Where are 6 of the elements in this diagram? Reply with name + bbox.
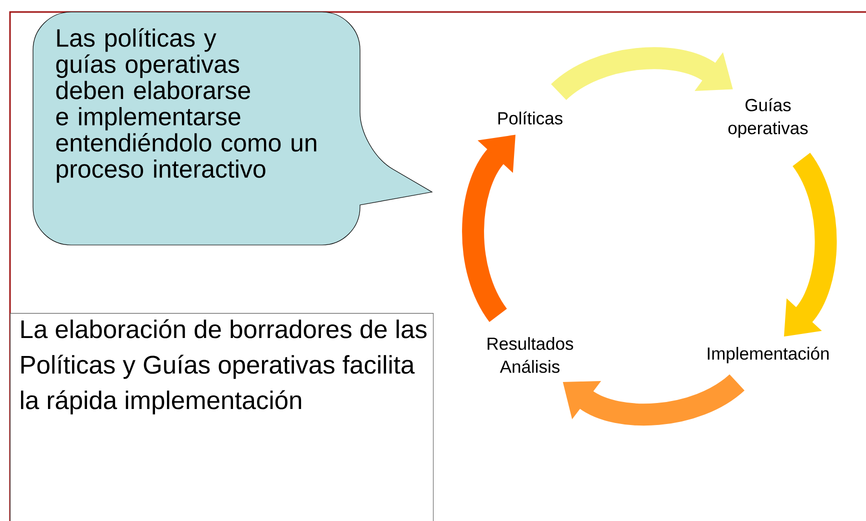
step-label: Guías operativas [728,98,808,138]
speech-bubble: Las políticas y guías operativas deben elaborarse e implementarse entendiéndolo como un proceso interactivo [32,12,432,246]
step-label: Implementación [708,346,829,364]
step-label: Resultados Análisis [488,337,574,373]
step-label: Políticas [498,111,562,125]
text-box: La elaboración de borradores de las Políticas y Guías operativas facilita la rápida implementación [10,313,434,521]
